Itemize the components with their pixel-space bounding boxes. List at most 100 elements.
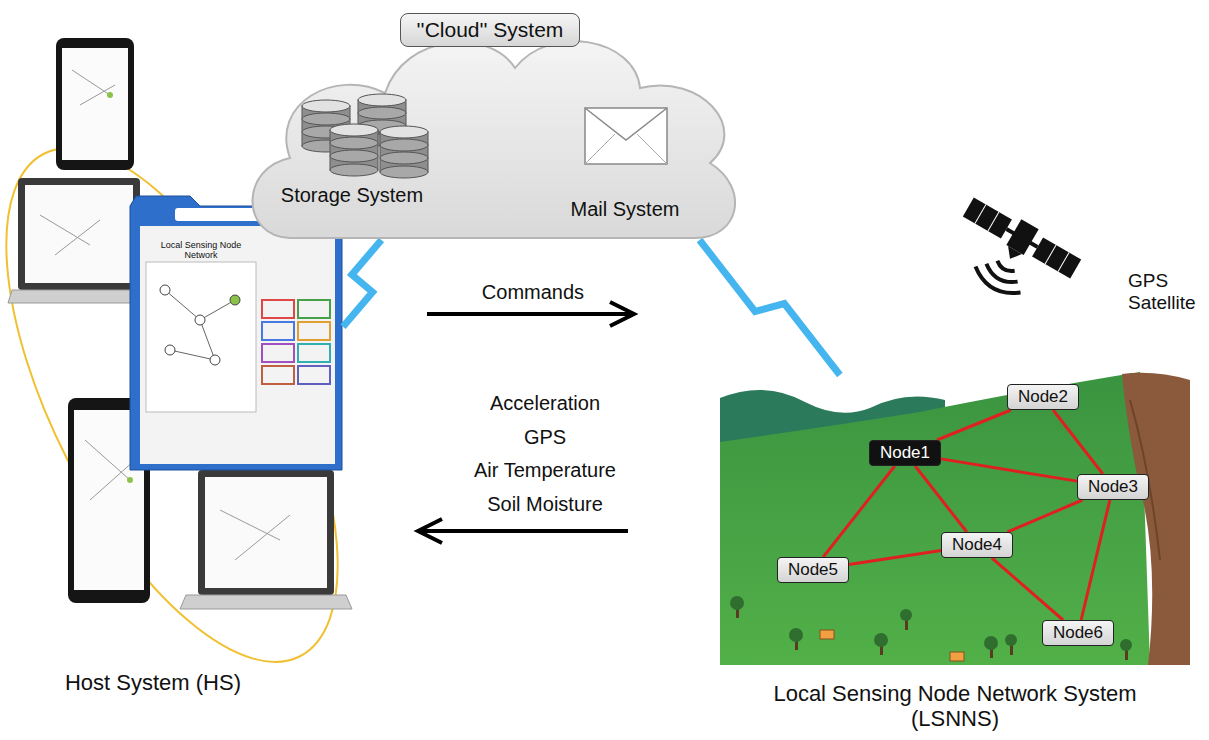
browser-window bbox=[230, 295, 240, 305]
mesh-link bbox=[1007, 500, 1082, 532]
icon-label: Storage System bbox=[252, 184, 452, 207]
node-name: Node5 bbox=[788, 560, 838, 579]
tree bbox=[1125, 650, 1128, 660]
browser-window bbox=[200, 300, 235, 320]
browser-window bbox=[170, 350, 215, 360]
data-arrow bbox=[420, 529, 628, 533]
browser-window bbox=[298, 322, 330, 340]
header-text: ''Cloud'' System bbox=[417, 18, 564, 41]
house bbox=[950, 652, 964, 661]
gps-satellite bbox=[988, 212, 999, 231]
gps-satellite bbox=[995, 261, 1014, 274]
system-title: Host System (HS) bbox=[3, 670, 303, 695]
gps-satellite bbox=[1003, 246, 1022, 263]
system-region: Node1Node2Node3Node4Node5Node6Local Sens… bbox=[720, 375, 1190, 735]
data-arrow bbox=[418, 519, 442, 543]
tablet-device bbox=[80, 85, 115, 105]
mesh-link bbox=[1053, 410, 1103, 474]
house bbox=[820, 630, 964, 661]
gps-satellite bbox=[970, 267, 1020, 302]
browser-window bbox=[210, 355, 220, 365]
laptop-device bbox=[25, 185, 133, 283]
mesh-link bbox=[937, 410, 1011, 440]
sensing-node-box: Node5 bbox=[777, 557, 849, 583]
browser-window bbox=[140, 226, 335, 464]
tree bbox=[1005, 634, 1017, 646]
gps-satellite bbox=[1045, 245, 1056, 264]
database-icon bbox=[380, 126, 428, 178]
flow-label: Acceleration bbox=[445, 392, 645, 415]
browser-window bbox=[262, 366, 294, 384]
browser-window bbox=[200, 320, 215, 360]
laptop-device bbox=[198, 470, 334, 595]
browser-window bbox=[262, 322, 294, 340]
wireless-link bbox=[343, 240, 381, 327]
tree bbox=[900, 609, 912, 621]
node-name: Node2 bbox=[1018, 387, 1068, 406]
sensing-node-box: Node4 bbox=[941, 532, 1013, 558]
gps-satellite bbox=[1032, 237, 1081, 278]
tablet-device bbox=[127, 477, 133, 483]
wireless-link bbox=[700, 240, 840, 375]
sensing-node-box: Node2 bbox=[1007, 384, 1079, 410]
tree bbox=[874, 633, 888, 647]
browser-window bbox=[165, 345, 175, 355]
browser-window bbox=[165, 290, 200, 320]
tree bbox=[1120, 639, 1132, 651]
tree bbox=[730, 596, 1132, 660]
mesh-link bbox=[849, 550, 941, 564]
node-name: Node1 bbox=[880, 443, 930, 462]
laptop-device bbox=[205, 477, 327, 588]
command-arrow bbox=[427, 312, 632, 316]
mesh-link bbox=[941, 459, 1077, 481]
mesh-link bbox=[823, 466, 895, 557]
tree bbox=[730, 596, 744, 610]
icon-label: Mail System bbox=[535, 198, 715, 221]
browser-window bbox=[298, 366, 330, 384]
tablet-device bbox=[85, 440, 130, 480]
sensing-node-box: Node3 bbox=[1077, 474, 1149, 500]
browser-window bbox=[146, 262, 256, 412]
laptop-device bbox=[18, 178, 140, 290]
laptop-device bbox=[40, 215, 90, 245]
mesh-link bbox=[915, 466, 967, 532]
tree bbox=[789, 628, 803, 642]
flow-label: Soil Moisture bbox=[445, 493, 645, 516]
laptop-device bbox=[55, 220, 100, 255]
browser-window bbox=[298, 344, 330, 362]
system-region: Host System (HS) bbox=[8, 30, 343, 720]
laptop-device bbox=[180, 595, 352, 609]
landscape bbox=[720, 372, 1190, 665]
laptop-device bbox=[235, 515, 290, 560]
tree bbox=[1010, 645, 1013, 655]
gps-satellite bbox=[975, 204, 986, 223]
browser-window bbox=[262, 344, 294, 362]
satellite-label: GPS Satellite bbox=[1128, 270, 1206, 314]
node-name: Node6 bbox=[1053, 623, 1103, 642]
screen-title: Local Sensing Node Network bbox=[146, 240, 256, 261]
landscape bbox=[1122, 373, 1190, 665]
browser-window bbox=[195, 315, 205, 325]
command-arrow bbox=[610, 302, 634, 326]
tablet-device bbox=[56, 38, 134, 170]
tree bbox=[984, 636, 998, 650]
tablet-device bbox=[107, 92, 113, 98]
cloud-header-box: ''Cloud'' System bbox=[400, 13, 581, 47]
gps-satellite bbox=[1058, 252, 1069, 271]
node-name: Node4 bbox=[952, 535, 1002, 554]
gps-satellite bbox=[939, 193, 1083, 319]
gps-satellite bbox=[963, 197, 1012, 238]
mesh-link bbox=[992, 558, 1063, 620]
sensing-node-box: Node6 bbox=[1042, 620, 1114, 646]
flow-label: Air Temperature bbox=[445, 459, 645, 482]
cloud-shape bbox=[253, 41, 736, 238]
mesh-link bbox=[1081, 500, 1110, 620]
mail-icon bbox=[585, 108, 667, 164]
database-icon bbox=[330, 124, 378, 176]
tablet-device bbox=[90, 460, 135, 500]
flow-label: GPS bbox=[445, 426, 645, 449]
flow-label: Commands bbox=[443, 281, 623, 304]
tree bbox=[905, 620, 908, 630]
tablet-device bbox=[56, 38, 134, 170]
